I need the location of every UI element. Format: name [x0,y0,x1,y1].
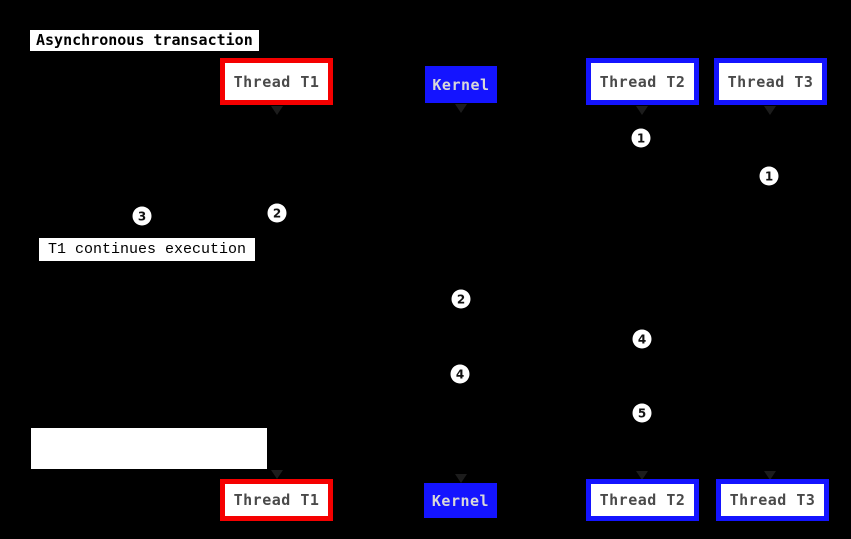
arrowhead-icon [455,474,467,483]
note-t1-continues-execution: T1 continues execution [38,237,257,262]
message-number-badge: 4 [450,364,470,384]
participant-head-thread-t3: Thread T3 [714,58,827,105]
arrowhead-icon [636,471,648,480]
participant-foot-kernel: Kernel [424,483,497,518]
arrowhead-icon [764,106,776,115]
message-number-badge: 3 [132,206,152,226]
participant-foot-thread-t1: Thread T1 [220,479,333,521]
lifeline-thread-t1 [276,106,278,519]
lifeline-thread-t3 [769,106,771,519]
lifeline-kernel [460,106,462,519]
participant-foot-thread-t2: Thread T2 [586,479,699,521]
message-number-badge: 5 [632,403,652,423]
message-number-badge: 2 [451,289,471,309]
participant-foot-thread-t3: Thread T3 [716,479,829,521]
arrowhead-icon [271,470,283,479]
participant-head-thread-t2: Thread T2 [586,58,699,105]
arrowhead-icon [636,106,648,115]
arrowhead-icon [271,106,283,115]
message-number-badge: 4 [632,329,652,349]
lifeline-thread-t2 [641,106,643,519]
note-blank [30,427,268,470]
message-number-badge: 2 [267,203,287,223]
arrowhead-icon [455,104,467,113]
participant-head-thread-t1: Thread T1 [220,58,333,105]
message-number-badge: 1 [631,128,651,148]
message-number-badge: 1 [759,166,779,186]
participant-head-kernel: Kernel [425,66,497,103]
arrowhead-icon [764,471,776,480]
diagram-title-note: Asynchronous transaction [28,28,261,53]
